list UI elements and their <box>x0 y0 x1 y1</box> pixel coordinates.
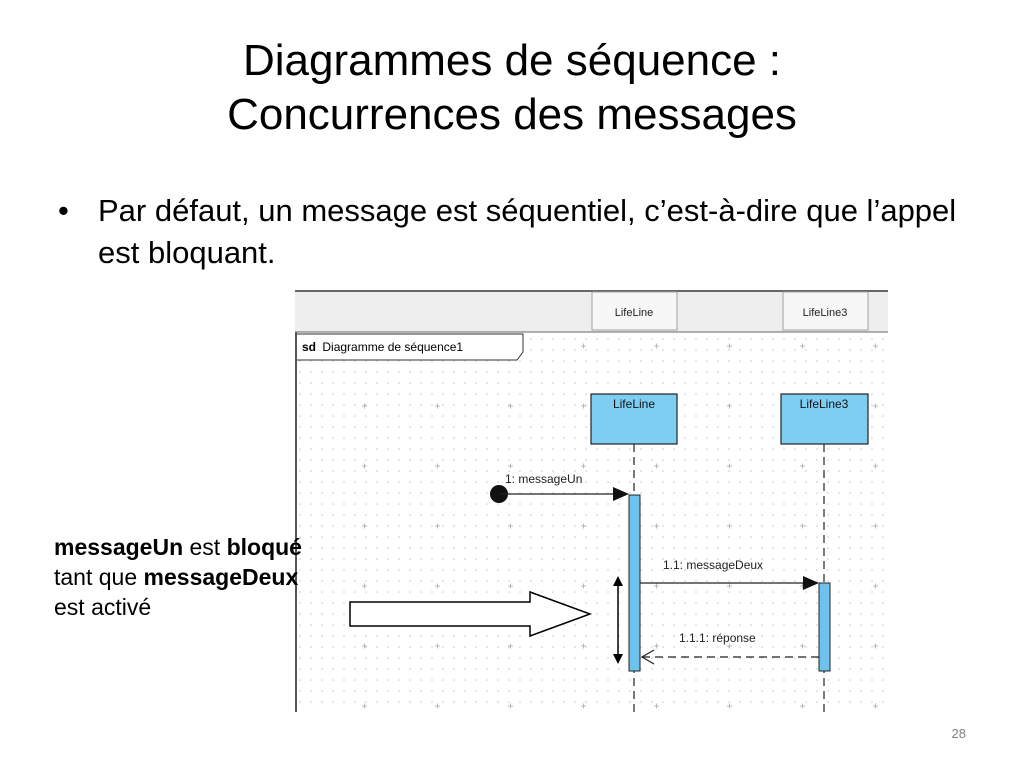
note-bold-bloque: bloqué <box>226 534 302 560</box>
header-lifeline-1-label: LifeLine <box>615 307 654 319</box>
header-lifeline-1[interactable]: LifeLine <box>591 291 678 331</box>
frame-keyword: sd <box>302 340 316 354</box>
note-text-3: est activé <box>54 594 152 620</box>
frame-name: Diagramme de séquence1 <box>322 340 463 354</box>
annotation-note: messageUn est bloqué tant que messageDeu… <box>54 532 314 622</box>
frame-label: sd Diagramme de séquence1 <box>297 333 524 361</box>
bullet-text: Par défaut, un message est séquentiel, c… <box>98 193 957 270</box>
message-1[interactable]: 1: messageUn <box>490 472 629 503</box>
header-lifeline-2-label: LifeLine3 <box>803 307 848 319</box>
sequence-diagram: LifeLine LifeLine3 sd Diagramme de séque… <box>295 290 888 712</box>
diagram-canvas: LifeLine LifeLine3 sd Diagramme de séque… <box>295 290 888 712</box>
message-3[interactable]: 1.1.1: réponse <box>640 631 819 665</box>
pointer-arrow-icon <box>349 590 593 638</box>
bullet-dot: • <box>58 193 69 228</box>
note-text-1: est <box>183 534 227 560</box>
grid-crosses <box>295 332 888 712</box>
note-text-2: tant que <box>54 564 144 590</box>
message-2[interactable]: 1.1: messageDeux <box>640 558 819 590</box>
blocking-span-arrow <box>613 576 623 664</box>
svg-text:sd Diagramme de séquen: sd Diagramme de séquence1 <box>302 340 463 354</box>
page-number: 28 <box>951 726 966 741</box>
note-bold-messagedeux: messageDeux <box>143 564 299 590</box>
title-line-1: Diagrammes de séquence : <box>242 36 782 85</box>
slide-title: Diagrammes de séquence : Concurrences de… <box>0 34 1024 142</box>
title-line-2: Concurrences des messages <box>227 90 797 139</box>
message-3-label: 1.1.1: réponse <box>679 631 756 645</box>
activation-bar-1[interactable] <box>628 494 641 672</box>
message-2-label: 1.1: messageDeux <box>663 558 763 572</box>
lifeline-1-label: LifeLine <box>613 397 655 411</box>
note-bold-messageun: messageUn <box>54 534 184 560</box>
header-lifeline-2[interactable]: LifeLine3 <box>782 291 869 331</box>
lifeline-2-label: LifeLine3 <box>800 397 849 411</box>
activation-bar-2[interactable] <box>818 582 831 672</box>
message-1-label: 1: messageUn <box>505 472 582 486</box>
